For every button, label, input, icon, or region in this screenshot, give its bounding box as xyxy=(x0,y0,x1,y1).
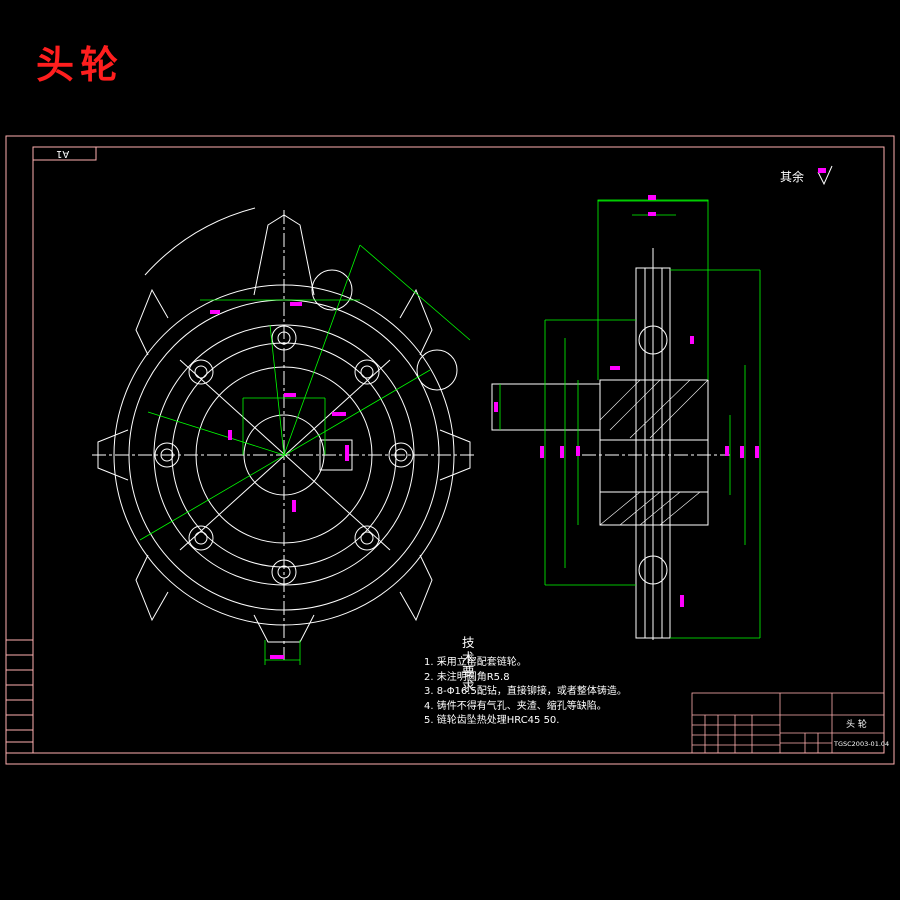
front-dimensions xyxy=(139,244,471,665)
drawing-title: 头轮 xyxy=(36,42,125,87)
side-dim-labels xyxy=(494,195,759,607)
side-dimensions xyxy=(499,199,761,639)
sprocket-teeth xyxy=(97,214,471,643)
tech-item: 3. 8-Φ16.5配钻，直接铆接，或者整体铸造。 xyxy=(424,686,627,697)
roughness-symbol xyxy=(817,165,833,186)
tech-item: 4. 铸件不得有气孔、夹渣、缩孔等缺陷。 xyxy=(424,700,607,712)
outer-frame xyxy=(5,135,895,765)
inner-frame xyxy=(32,146,885,754)
front-view xyxy=(92,207,476,660)
bolt-holes xyxy=(154,325,414,585)
tech-item: 5. 链轮齿坠热处理HRC45 50. xyxy=(424,715,560,726)
front-dim-labels xyxy=(210,302,349,659)
tech-item: 1. 采用立窑配套链轮。 xyxy=(424,657,527,668)
rest-roughness-label: 其余 xyxy=(780,170,805,184)
part-name: 头 轮 xyxy=(846,720,867,730)
drawing-number: TGSC2003-01.04 xyxy=(834,740,890,748)
side-view xyxy=(491,248,730,640)
rev-box xyxy=(32,146,97,161)
binding-strip xyxy=(5,639,34,754)
section-hatch xyxy=(599,379,709,526)
revision-label: A1 xyxy=(56,148,70,159)
title-block xyxy=(691,692,885,754)
tech-heading: 技术要求 xyxy=(462,635,477,694)
tech-item: 2. 未注明圆角R5.8 xyxy=(424,671,510,683)
